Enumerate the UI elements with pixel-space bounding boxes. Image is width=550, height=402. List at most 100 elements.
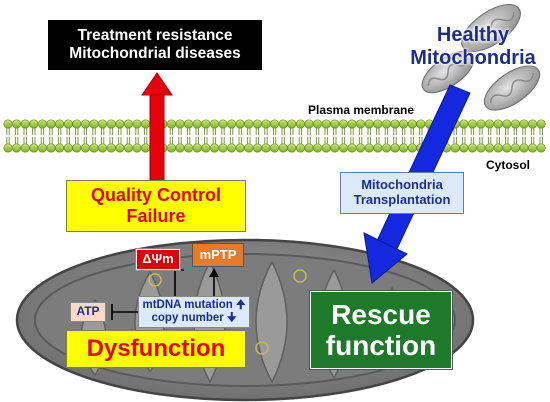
lipid-head bbox=[261, 119, 271, 129]
lipid-head bbox=[536, 143, 546, 153]
mptp-label: mPTP bbox=[199, 246, 237, 262]
lipid-head bbox=[399, 119, 409, 129]
lipid-head bbox=[98, 143, 108, 153]
lipid-head bbox=[252, 143, 262, 153]
lipid-head bbox=[373, 143, 383, 153]
lipid-head bbox=[510, 143, 520, 153]
lipid-head bbox=[467, 143, 477, 153]
lipid-head bbox=[55, 119, 65, 129]
lipid-head bbox=[493, 119, 503, 129]
lipid-head bbox=[295, 119, 305, 129]
lipid-head bbox=[381, 143, 391, 153]
mtdna-line2: copy number 🠋 bbox=[151, 312, 237, 324]
lipid-head bbox=[347, 143, 357, 153]
lipid-head bbox=[63, 119, 73, 129]
lipid-head bbox=[321, 119, 331, 129]
quality-control-failure-box: Quality Control Failure bbox=[66, 180, 246, 232]
healthy-line2: Mitochondria bbox=[410, 47, 536, 69]
lipid-head bbox=[270, 119, 280, 129]
lipid-head bbox=[313, 119, 323, 129]
lipid-head bbox=[184, 143, 194, 153]
lipid-head bbox=[184, 119, 194, 129]
membrane-potential-box: ΔΨm bbox=[135, 248, 181, 271]
plasma-membrane-bilayer bbox=[3, 119, 546, 153]
mptp-box: mPTP bbox=[192, 243, 244, 267]
rescue-function-box: Rescue function bbox=[309, 290, 453, 370]
lipid-head bbox=[459, 143, 469, 153]
lipid-head bbox=[72, 143, 82, 153]
lipid-head bbox=[493, 143, 503, 153]
lipid-head bbox=[218, 143, 228, 153]
lipid-head bbox=[132, 143, 142, 153]
cytosol-label: Cytosol bbox=[486, 158, 531, 172]
lipid-head bbox=[485, 119, 495, 129]
lipid-head bbox=[141, 119, 151, 129]
lipid-head bbox=[528, 143, 538, 153]
lipid-head bbox=[3, 119, 13, 129]
lipid-head bbox=[356, 143, 366, 153]
lipid-head bbox=[72, 119, 82, 129]
healthy-line1: Healthy bbox=[436, 24, 510, 46]
lipid-head bbox=[235, 143, 245, 153]
lipid-head bbox=[536, 119, 546, 129]
lipid-head bbox=[106, 143, 116, 153]
up-arrow-icon: 🠉 bbox=[235, 298, 246, 311]
lipid-head bbox=[123, 119, 133, 129]
lipid-head bbox=[115, 143, 125, 153]
lipid-head bbox=[338, 119, 348, 129]
lipid-head bbox=[519, 143, 529, 153]
lipid-head bbox=[519, 119, 529, 129]
rescue-line1: Rescue bbox=[331, 298, 431, 330]
down-arrow-icon: 🠋 bbox=[226, 312, 237, 324]
lipid-head bbox=[29, 143, 39, 153]
lipid-head bbox=[201, 143, 211, 153]
lipid-head bbox=[287, 143, 297, 153]
lipid-head bbox=[201, 119, 211, 129]
healthy-mitochondria-icon bbox=[421, 4, 541, 111]
lipid-head bbox=[175, 143, 185, 153]
lipid-head bbox=[106, 119, 116, 129]
lipid-head bbox=[459, 119, 469, 129]
lipid-head bbox=[20, 119, 30, 129]
rescue-line2: function bbox=[325, 330, 437, 361]
lipid-head bbox=[46, 119, 56, 129]
lipid-head bbox=[347, 119, 357, 129]
mtdna-line1: mtDNA mutation 🠉 bbox=[142, 298, 246, 311]
lipid-head bbox=[80, 143, 90, 153]
lipid-head bbox=[502, 143, 512, 153]
lipid-head bbox=[261, 143, 271, 153]
lipid-head bbox=[304, 143, 314, 153]
lipid-head bbox=[63, 143, 73, 153]
lipid-head bbox=[89, 143, 99, 153]
plasma-membrane-label: Plasma membrane bbox=[308, 103, 415, 117]
lipid-head bbox=[244, 143, 254, 153]
lipid-head bbox=[390, 119, 400, 129]
lipid-head bbox=[218, 119, 228, 129]
lipid-head bbox=[46, 143, 56, 153]
transplant-line1: Mitochondria bbox=[361, 177, 443, 193]
lipid-head bbox=[37, 119, 47, 129]
lipid-head bbox=[20, 143, 30, 153]
mtdna-box: mtDNA mutation 🠉 copy number 🠋 bbox=[138, 296, 250, 328]
lipid-head bbox=[270, 143, 280, 153]
lipid-head bbox=[132, 119, 142, 129]
lipid-head bbox=[510, 119, 520, 129]
lipid-head bbox=[29, 119, 39, 129]
atp-label: ATP bbox=[76, 304, 100, 319]
lipid-head bbox=[80, 119, 90, 129]
lipid-head bbox=[485, 143, 495, 153]
lipid-head bbox=[209, 143, 219, 153]
lipid-head bbox=[313, 143, 323, 153]
lipid-head bbox=[381, 119, 391, 129]
lipid-head bbox=[399, 143, 409, 153]
lipid-head bbox=[407, 119, 417, 129]
healthy-mitochondria-label: Healthy Mitochondria bbox=[402, 22, 544, 72]
atp-box: ATP bbox=[70, 302, 106, 322]
lipid-head bbox=[166, 143, 176, 153]
lipid-head bbox=[123, 143, 133, 153]
lipid-head bbox=[192, 143, 202, 153]
lipid-head bbox=[235, 119, 245, 129]
lipid-head bbox=[12, 143, 22, 153]
lipid-head bbox=[166, 119, 176, 129]
lipid-head bbox=[89, 119, 99, 129]
